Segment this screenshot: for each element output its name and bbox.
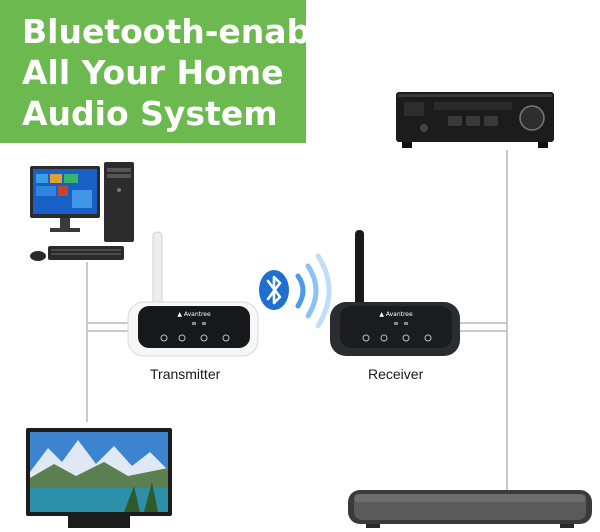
transmitter-label: Transmitter [150,366,221,382]
amplifier-icon [396,92,554,148]
svg-text:▲ Avantree: ▲ Avantree [177,311,211,318]
headline-line-2: All Your Home [22,53,284,92]
wire-amplifier-vertical [506,150,508,490]
wire-pc-vertical [86,262,88,422]
soundbar-icon [348,490,592,528]
headline-line-3: Audio System [22,94,278,133]
wire-receiver-horizontal [460,322,508,324]
svg-text:▲ Avantree: ▲ Avantree [379,311,413,318]
headline-line-1: Bluetooth-enable [22,12,344,51]
tv-icon [26,428,172,528]
wire-pc-to-transmitter-2 [86,330,130,332]
headline-banner: Bluetooth-enable All Your Home Audio Sys… [0,0,344,143]
transmitter-device-icon: ▲ Avantree [127,231,259,357]
wire-pc-to-transmitter [86,322,130,324]
receiver-device-icon: ▲ Avantree [330,230,460,356]
wire-receiver-horizontal-2 [460,330,508,332]
receiver-label: Receiver [368,366,424,382]
bluetooth-icon [259,253,332,329]
desktop-computer-icon [30,162,134,261]
